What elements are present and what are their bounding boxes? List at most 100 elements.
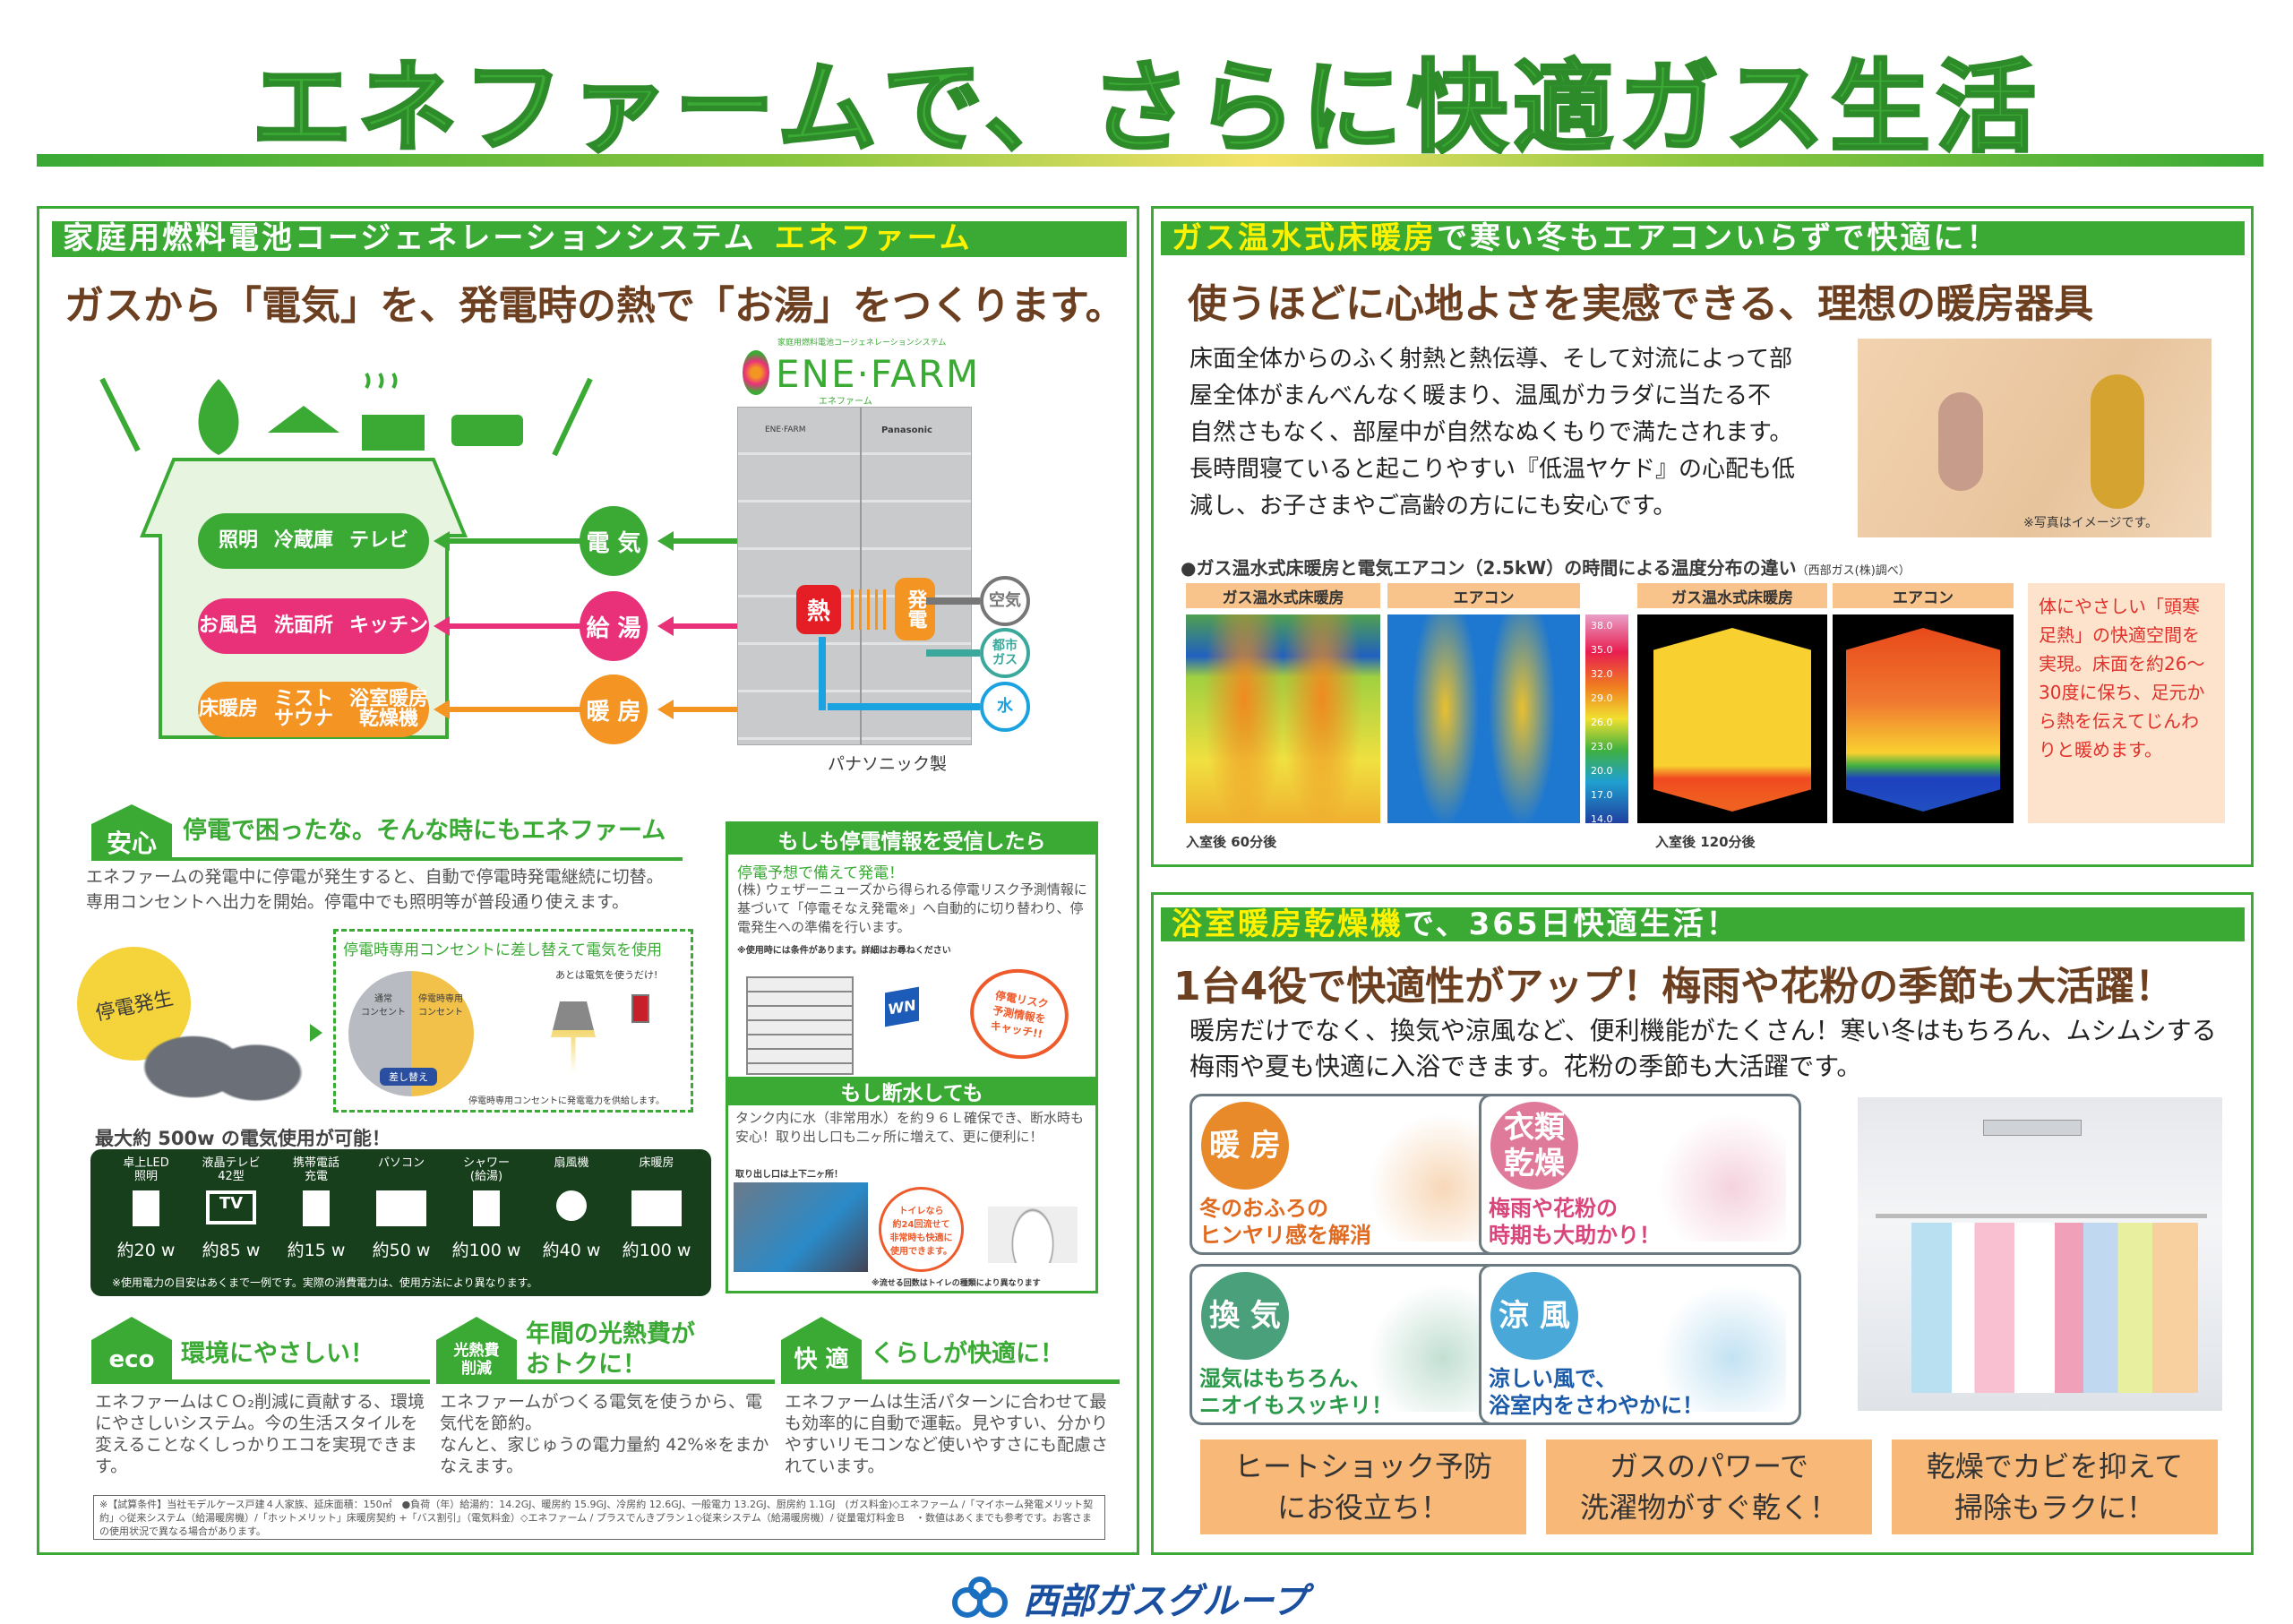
feature-illustration: [1362, 1277, 1497, 1412]
toilet-bubble: トイレなら 約24回流せて 非常時も快適に 使用できます。: [879, 1187, 964, 1272]
outage-header: もしも停電情報を受信したら: [728, 824, 1095, 855]
time-label-60: 入室後 60分後: [1186, 834, 1277, 850]
arrow-left-icon: [657, 700, 674, 719]
time-label-120: 入室後 120分後: [1655, 834, 1756, 850]
thermal-label: エアコン: [1387, 583, 1580, 608]
scale-tick: 35.0: [1591, 644, 1613, 656]
thermal-label: ガス温水式床暖房: [1637, 583, 1827, 608]
heat-waves-icon: [846, 589, 890, 630]
benefit-underline: [781, 1379, 1120, 1384]
clothes-rail: [1876, 1214, 2207, 1218]
page-title: エネファームで、さらに快適ガス生活: [250, 49, 2042, 168]
anshin-line: 専用コンセントへ出力を開始。停電中でも照明等が普段通り使えます。: [86, 892, 630, 912]
thermal-label: エアコン: [1833, 583, 2014, 608]
benefit-tag-text: 快 適: [781, 1340, 862, 1379]
floor-heating-icon: [617, 1185, 696, 1230]
benefit-box: ヒートショック予防 にお役立ち！: [1200, 1439, 1526, 1534]
generator-box: 発電: [895, 578, 935, 640]
chart-source: （西部ガス(株)調べ）: [1796, 564, 1911, 578]
feature-illustration: [1652, 1107, 1786, 1242]
saibu-gas-logo-icon: [952, 1577, 1008, 1618]
row-item: 洗面所: [273, 614, 333, 637]
outlet-title: 停電時専用コンセントに差し替えて電気を使用: [343, 941, 663, 959]
floor-subtitle: 使うほどに心地よさを実感できる、理想の暖房器具: [1188, 281, 2094, 327]
appliance-name: 液晶テレビ 42型: [202, 1156, 261, 1183]
floor-line: 自然さもなく、部屋中が自然なぬくもりで満たされます。: [1189, 419, 1793, 446]
after-label: あとは電気を使うだけ!: [555, 969, 658, 981]
benefit-box: ガスのパワーで 洗濯物がすぐ乾く！: [1546, 1439, 1872, 1534]
floor-line: 長時間寝ていると起こりやすい『低温ヤケド』の心配も低: [1189, 456, 1796, 483]
energy-circle: 暖 房: [580, 675, 648, 744]
anshin-tag: 安心: [91, 804, 172, 860]
thermal-label: ガス温水式床暖房: [1186, 583, 1380, 608]
bath-bar: 浴室暖房乾燥機で、365日快適生活！: [1161, 907, 2245, 941]
bath-subtitle: 1台4役で快適性がアップ！梅雨や花粉の季節も大活躍！: [1173, 964, 2175, 1010]
benefit-tag: 快 適: [781, 1317, 862, 1379]
arrow-right-icon: [310, 1024, 322, 1042]
max-power: 最大約 500w の電気使用が可能！: [95, 1128, 391, 1149]
feature-badge: 涼 風: [1490, 1272, 1578, 1360]
arrow-line: [662, 623, 796, 629]
appliance-watt: 約100 w: [451, 1241, 521, 1260]
input-arrow-line: [926, 597, 980, 605]
floor-line: 屋全体がまんべんなく暖まり、温風がカラダに当たる不: [1189, 382, 1771, 409]
unit-brand: Panasonic: [881, 425, 932, 435]
input-circle: 空気: [980, 576, 1030, 626]
outage-lead: 停電予想で備えて発電！: [737, 864, 905, 882]
dryer-unit-icon: [1983, 1120, 2082, 1136]
special-outlet-label: 停電時専用 コンセント: [418, 994, 463, 1018]
shower-icon: [447, 1185, 526, 1230]
benefit-box: 乾燥でカビを抑えて 掃除もラクに！: [1892, 1439, 2218, 1534]
fan-icon: [532, 1185, 611, 1230]
benefit-heading: 年間の光熱費が おトクに！: [526, 1320, 695, 1379]
feature-badge: 衣類 乾燥: [1490, 1102, 1578, 1190]
row-item: 照明: [218, 529, 258, 552]
unit-logo: ENE·FARM: [765, 425, 806, 434]
photo-note: ※写真はイメージです。: [2023, 516, 2159, 530]
floor-heating-icon: [362, 415, 425, 451]
appliance-panel: 卓上LED 照明 約20 w 液晶テレビ 42型 TV 約85 w 携帯電話 充…: [90, 1149, 711, 1296]
appliance-name: 卓上LED 照明: [123, 1156, 169, 1183]
risk-bubble: 停電リスク 予測情報を キャッチ!!: [963, 961, 1076, 1067]
tv-label: TV: [206, 1190, 256, 1224]
input-arrow-line: [828, 703, 980, 710]
supply-note: 停電時専用コンセントに発電電力を供給します。: [468, 1096, 665, 1106]
row-item: 浴室暖房 乾燥機: [349, 688, 429, 730]
feature-card: 暖 房 冬のおふろの ヒンヤリ感を解消: [1189, 1094, 1512, 1255]
benefit-body: エネファームがつくる電気を使うから、電気代を節約。 なんと、家じゅうの電力量約 …: [440, 1392, 769, 1476]
anshin-heading: 停電で困ったな。そんな時にもエネファーム: [183, 817, 666, 845]
feature-badge: 暖 房: [1201, 1102, 1289, 1190]
appliance-name: シャワー (給湯): [462, 1156, 510, 1183]
anshin-underline: [91, 857, 683, 861]
feature-text: 湿気はもちろん、 ニオイもスッキリ！: [1199, 1366, 1393, 1418]
outage-body: (株) ウェザーニューズから得られる停電リスク予測情報に基づいて「停電そなえ発電…: [737, 881, 1087, 935]
appliance-name: 携帯電話 充電: [292, 1156, 339, 1183]
appliance-note: ※使用電力の目安はあくまで一例です。実際の消費電力は、使用方法により異なります。: [112, 1276, 538, 1289]
enefarm-subtitle: ガスから「電気」を、発電時の熱で「お湯」をつくります。: [64, 283, 1125, 329]
weathernews-logo: WN: [885, 986, 919, 1027]
maker-label: パナソニック製: [828, 754, 948, 774]
input-circle: 水: [980, 682, 1030, 732]
energy-circle: 電 気: [580, 506, 648, 576]
tap-photo: [734, 1182, 868, 1272]
feature-card: 涼 風 涼しい風で、 浴室内をさわやかに！: [1479, 1264, 1801, 1425]
unit-illustration: [746, 976, 854, 1075]
arrow-line: [447, 623, 604, 629]
feature-card: 換 気 湿気はもちろん、 ニオイもスッキリ！: [1189, 1264, 1512, 1425]
benefit-underline: [91, 1379, 430, 1384]
row-item: 床暖房: [198, 698, 258, 720]
feature-text: 冬のおふろの ヒンヤリ感を解消: [1199, 1196, 1371, 1248]
enefarm-logo: ENE·FARM: [776, 352, 981, 396]
appliance-watt: 約50 w: [372, 1241, 431, 1260]
title-divider: [37, 154, 2263, 167]
children-photo: ※写真はイメージです。: [1858, 339, 2211, 537]
anshin-tag-text: 安心: [91, 824, 172, 860]
appliance-item: シャワー (給湯) 約100 w: [447, 1156, 526, 1261]
usage-pill: 照明冷蔵庫テレビ: [198, 513, 429, 569]
benefit-tag-text: 光熱費 削減: [436, 1340, 517, 1379]
bathtub-icon: [451, 415, 523, 446]
usage-pill: お風呂洗面所キッチン: [198, 598, 429, 654]
arrow-left-icon: [657, 531, 674, 551]
feature-text: 梅雨や花粉の 時期も大助かり！: [1489, 1196, 1661, 1248]
arrow-line: [662, 707, 760, 712]
